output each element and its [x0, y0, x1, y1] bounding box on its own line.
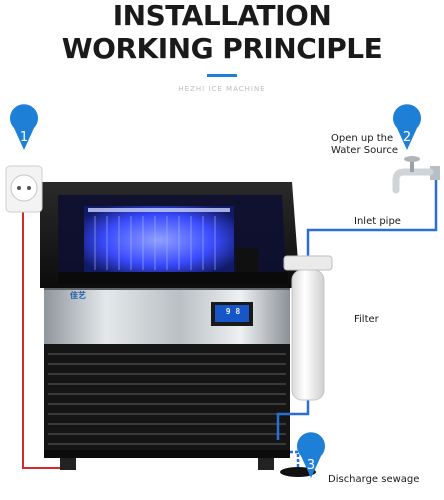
water-inlet-pipe: [306, 180, 438, 258]
filter-outlet-pipe: [276, 398, 310, 440]
label-open-line-2: Water Source: [331, 145, 399, 156]
drain-outlet-icon: [280, 467, 316, 477]
title-accent-bar: [207, 74, 237, 77]
label-discharge-sewage: Discharge sewage: [328, 474, 420, 485]
step-3-number: 3: [307, 458, 315, 473]
title-line-2: WORKING PRINCIPLE: [61, 32, 383, 65]
label-inlet-pipe: Inlet pipe: [354, 216, 401, 227]
step-1-number: 1: [20, 130, 28, 145]
label-filter: Filter: [354, 314, 379, 325]
machine-foot-right: [258, 458, 274, 470]
display-readout: 9 8: [225, 307, 241, 316]
title-line-1: INSTALLATION: [112, 0, 332, 32]
brand-logo: 佳艺: [70, 291, 86, 300]
machine-lower-body: [44, 344, 290, 450]
step-3-pin: [297, 432, 326, 478]
step-2-number: 2: [403, 130, 411, 145]
label-open-line-1: Open up the: [331, 133, 394, 144]
power-wire: [22, 212, 62, 469]
subtitle: HEZHI ICE MACHINE: [178, 85, 266, 93]
drain-pipe: [290, 450, 300, 470]
label-open-water-source: Open up the Water Source: [331, 133, 398, 157]
water-filter-icon: [283, 255, 333, 401]
evaporator-light: [84, 206, 234, 274]
machine-foot-left: [60, 458, 76, 470]
power-socket-icon: [5, 165, 43, 213]
step-1-pin: [10, 104, 39, 150]
step-2-pin: [393, 104, 422, 150]
faucet-icon: [392, 156, 440, 194]
